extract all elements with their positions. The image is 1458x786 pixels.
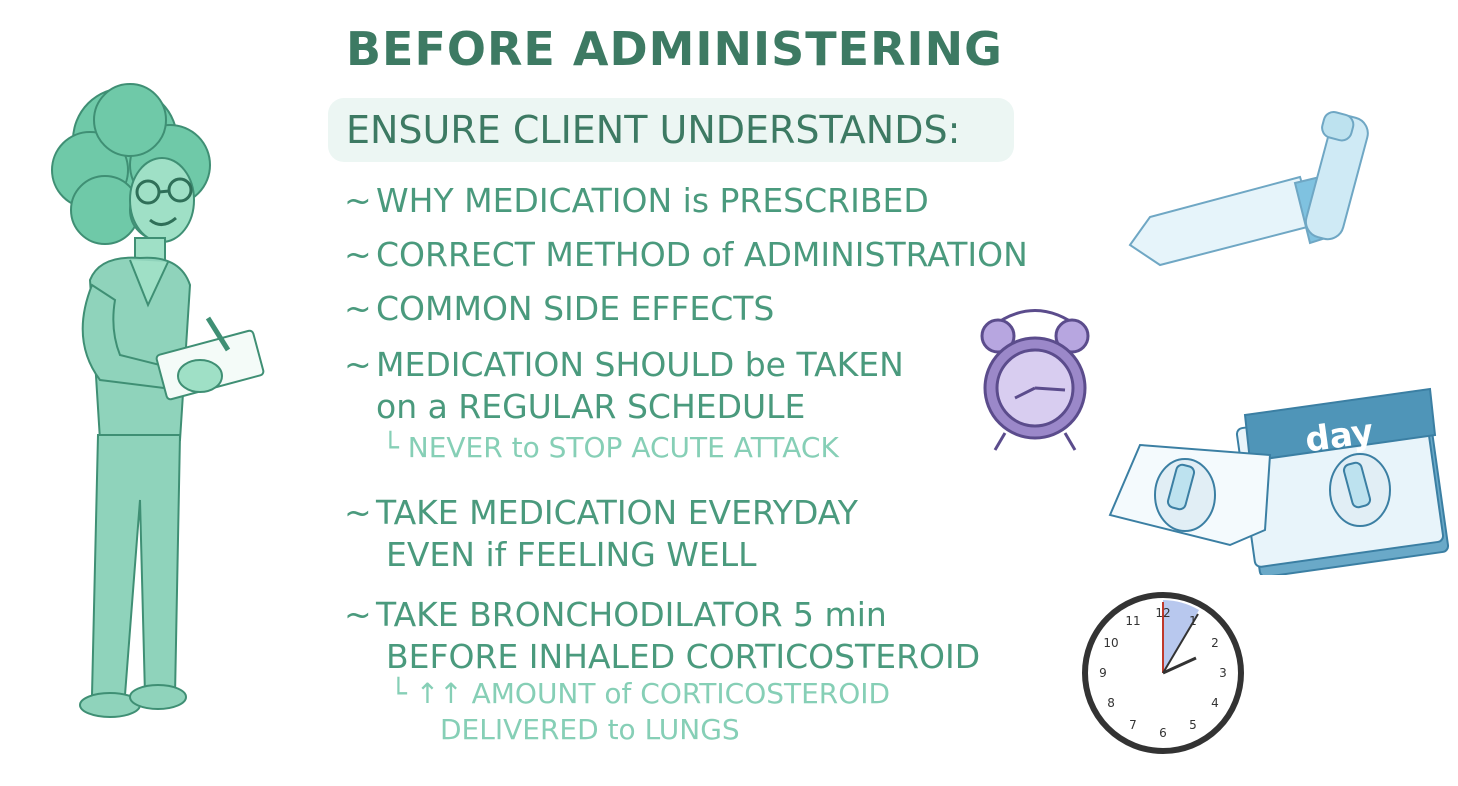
clock-number: 8 <box>1107 696 1115 710</box>
bullet-marker: ~ <box>344 493 372 532</box>
clock-number: 5 <box>1189 718 1197 732</box>
clock-number: 12 <box>1155 606 1170 620</box>
page-title: BEFORE ADMINISTERING <box>346 22 1003 76</box>
clock-number: 11 <box>1125 614 1140 628</box>
note-marker: └ <box>390 677 407 710</box>
list-item-text: WHY MEDICATION is PRESCRIBED <box>376 181 929 220</box>
list-item-note-continuation: DELIVERED to LUNGS <box>440 713 740 746</box>
clock-icon: 12 12 3 45 6 78 9 10 11 <box>1082 592 1244 754</box>
bullet-marker: ~ <box>344 595 372 634</box>
calendar-icon: day <box>1108 387 1450 575</box>
calendar-label: day <box>1303 412 1376 461</box>
clock-number: 3 <box>1219 666 1227 680</box>
nurse-illustration <box>51 83 265 718</box>
clock-elapsed-wedge <box>1163 600 1199 673</box>
list-item: ~TAKE BRONCHODILATOR 5 min <box>344 594 887 636</box>
list-item-text: COMMON SIDE EFFECTS <box>376 289 775 328</box>
list-item: ~CORRECT METHOD of ADMINISTRATION <box>344 234 1028 276</box>
list-item-continuation: EVEN if FEELING WELL <box>386 535 757 574</box>
list-item-text: TAKE MEDICATION EVERYDAY <box>376 493 858 532</box>
note-text: ↑↑ AMOUNT of CORTICOSTEROID <box>415 677 891 710</box>
clock-number: 4 <box>1211 696 1219 710</box>
list-item-note: └ NEVER to STOP ACUTE ATTACK <box>382 430 839 466</box>
list-item-continuation: BEFORE INHALED CORTICOSTEROID <box>386 637 981 676</box>
subtitle-highlight <box>328 98 1014 162</box>
clock-number: 1 <box>1189 614 1197 628</box>
list-item: ~MEDICATION SHOULD be TAKEN <box>344 344 904 386</box>
clock-number: 6 <box>1159 726 1167 740</box>
list-item: ~COMMON SIDE EFFECTS <box>344 288 774 330</box>
clock-number: 7 <box>1129 718 1137 732</box>
bullet-marker: ~ <box>344 235 372 274</box>
clock-number: 9 <box>1099 666 1107 680</box>
list-item-note: └ ↑↑ AMOUNT of CORTICOSTEROID <box>390 676 890 712</box>
list-item-text: TAKE BRONCHODILATOR 5 min <box>376 595 887 634</box>
list-item-continuation: on a REGULAR SCHEDULE <box>376 387 806 426</box>
clock-number: 10 <box>1103 636 1118 650</box>
page-subtitle: ENSURE CLIENT UNDERSTANDS: <box>346 108 961 152</box>
bullet-marker: ~ <box>344 345 372 384</box>
list-item-text: CORRECT METHOD of ADMINISTRATION <box>376 235 1028 274</box>
list-item: ~TAKE MEDICATION EVERYDAY <box>344 492 858 534</box>
note-marker: └ <box>382 431 399 464</box>
list-item-text: MEDICATION SHOULD be TAKEN <box>376 345 904 384</box>
note-text: NEVER to STOP ACUTE ATTACK <box>407 431 839 464</box>
list-item: ~WHY MEDICATION is PRESCRIBED <box>344 180 929 222</box>
bullet-marker: ~ <box>344 181 372 220</box>
inhaler-icon <box>1128 111 1369 267</box>
bullet-marker: ~ <box>344 289 372 328</box>
clock-number: 2 <box>1211 636 1219 650</box>
alarm-clock-icon <box>980 309 1090 451</box>
